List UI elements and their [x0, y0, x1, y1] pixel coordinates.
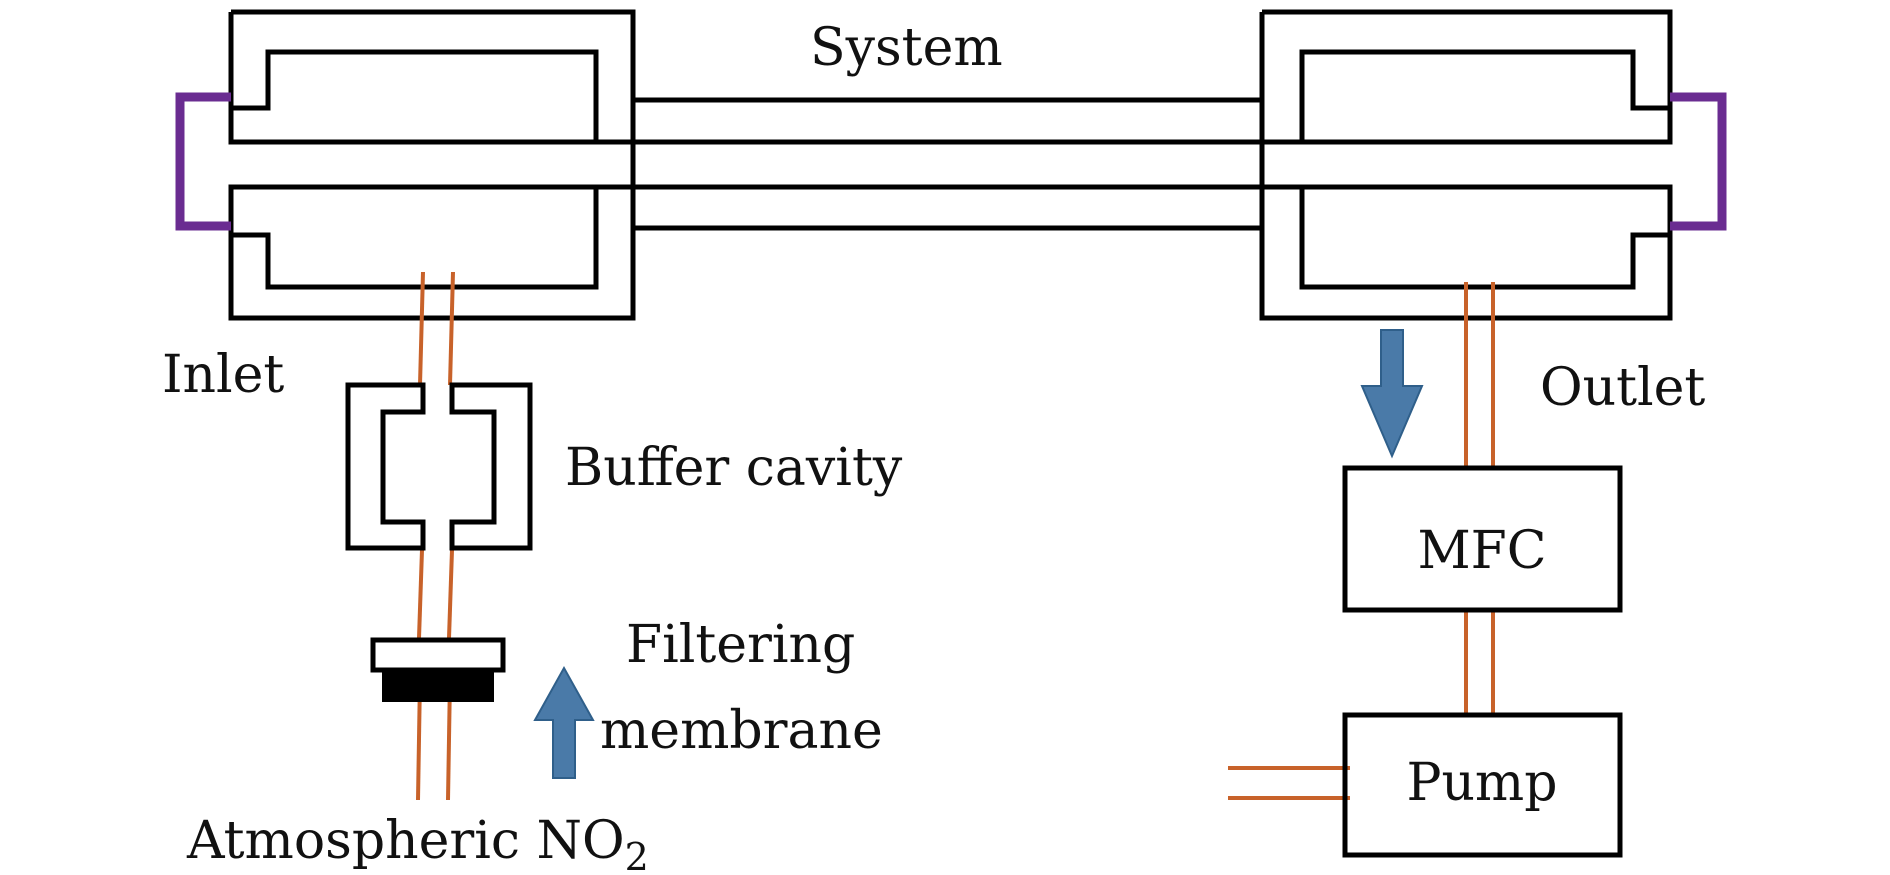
- system-label: System: [810, 18, 1003, 78]
- outlet-clamp: [1670, 92, 1727, 231]
- buffer-cavity: [345, 382, 533, 551]
- inlet-tubing: [416, 271, 455, 801]
- filtering-label-line1: Filtering: [626, 615, 855, 675]
- arrow-up-icon: [533, 665, 595, 779]
- system-tube: [590, 97, 1310, 231]
- outlet-chamber: [1259, 9, 1673, 321]
- inlet-clamp: [175, 92, 231, 231]
- buffer-cavity-label: Buffer cavity: [565, 438, 903, 498]
- outlet-label: Outlet: [1540, 358, 1705, 418]
- inlet-label: Inlet: [162, 345, 284, 405]
- mfc-label: MFC: [1417, 521, 1546, 581]
- arrow-down-icon: [1360, 329, 1424, 459]
- filtering-membrane: [370, 637, 506, 702]
- pump-box: [1342, 712, 1623, 858]
- mfc-box: [1342, 465, 1623, 613]
- pump-label: Pump: [1406, 753, 1557, 813]
- inlet-chamber: [228, 9, 636, 321]
- outlet-tubing: [1228, 282, 1495, 800]
- atmospheric-no2-label: Atmospheric NO2: [186, 811, 649, 875]
- filtering-label-line2: membrane: [600, 701, 883, 761]
